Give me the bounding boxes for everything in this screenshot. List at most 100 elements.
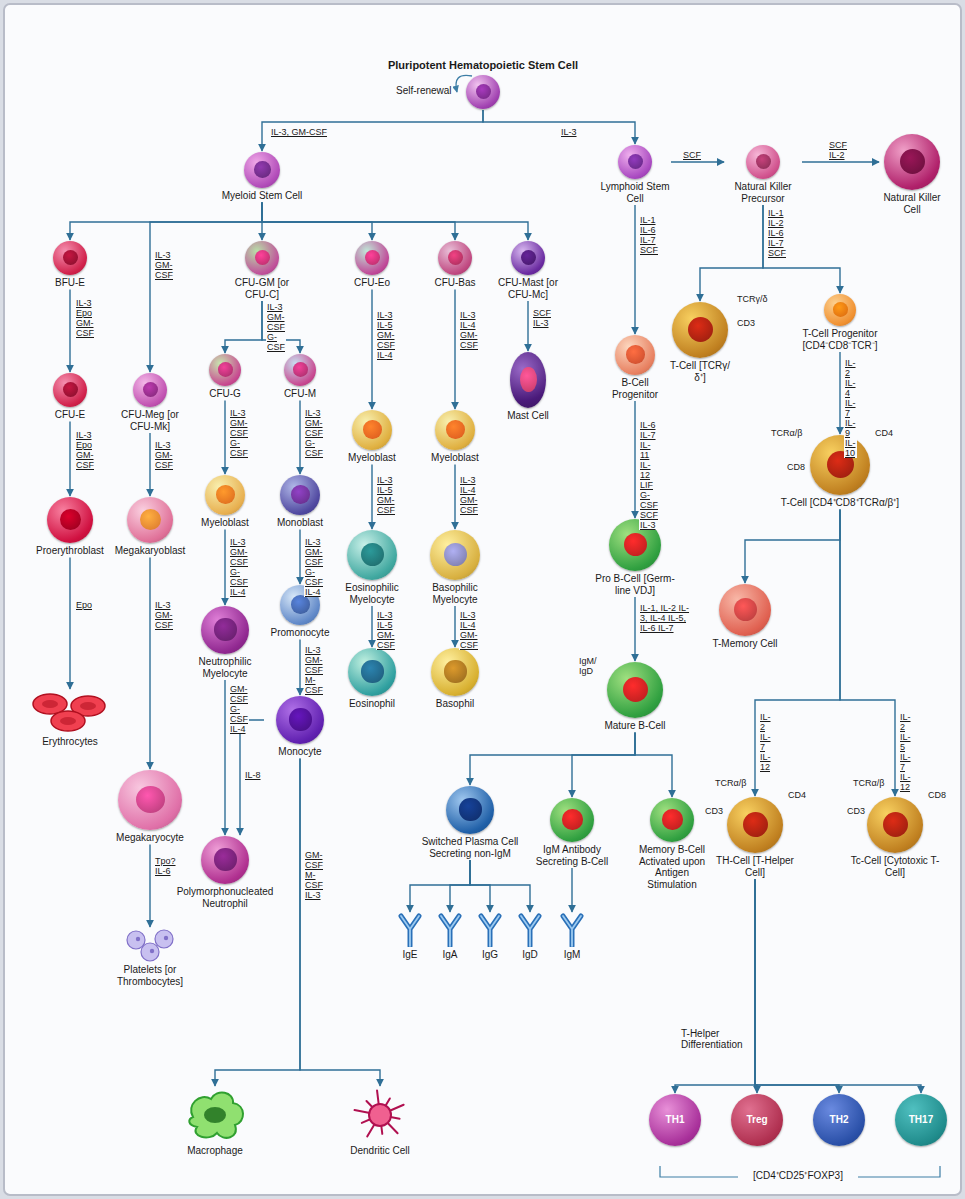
lineage-arrow <box>224 401 225 475</box>
cell-shape <box>824 294 856 326</box>
cell-shape <box>438 241 472 275</box>
cell-node: Basophilic Myelocyte <box>417 530 493 605</box>
cell-nucleus <box>254 161 271 178</box>
cell-node: Platelets [or Thrombocytes] <box>100 928 200 987</box>
cell-shape <box>347 530 397 580</box>
cell-node: IgG <box>473 913 507 961</box>
cell-nucleus <box>291 485 309 503</box>
cell-shape <box>615 335 655 375</box>
cell-nucleus <box>363 420 381 438</box>
lineage-arrow <box>572 733 635 798</box>
cytokine-label: IL-2 IL-4 IL-7 IL-9 IL-10 <box>844 358 857 458</box>
cytokine-label: IL-3 GM-CSF G-CSF <box>229 408 249 458</box>
annotation-label: Self-renewal <box>395 85 453 96</box>
cell-node: Natural Killer Cell <box>880 134 944 215</box>
cell-label: Megakaryocyte <box>108 832 192 844</box>
cell-nucleus <box>743 812 769 838</box>
cell-label: IgG <box>473 949 507 961</box>
cell-label: IgA <box>433 949 467 961</box>
cell-node: Basophil <box>420 648 490 710</box>
cell-shape <box>245 241 279 275</box>
cell-nucleus <box>444 543 467 566</box>
cell-node: TH-Cell [T-Helper Cell] <box>713 797 797 878</box>
cell-nucleus <box>216 485 234 503</box>
lineage-arrow <box>69 558 70 690</box>
antibody-highlight <box>563 916 581 946</box>
antibody-highlight <box>521 916 539 946</box>
cell-label: Pro B-Cell [Germ-line VDJ] <box>593 573 677 596</box>
cell-label: TH2 <box>813 1094 865 1146</box>
cell-label: CFU-Meg [or CFU-Mk] <box>114 409 186 432</box>
cell-label: Natural Killer Cell <box>880 192 944 215</box>
lineage-arrow <box>635 733 672 798</box>
cell-shape <box>355 241 389 275</box>
cell-nucleus <box>293 362 308 377</box>
cell-shape <box>867 797 923 853</box>
lineage-arrow <box>745 510 840 584</box>
cell-nucleus <box>291 595 309 613</box>
cytokine-label: IL-3 GM-CSF G-CSF <box>266 302 286 352</box>
cell-node: Megakaryocyte <box>108 770 192 844</box>
cell-nucleus <box>446 420 464 438</box>
cell-nucleus <box>521 250 537 266</box>
lineage-arrow <box>69 290 70 373</box>
lineage-arrow <box>299 530 300 585</box>
cytokine-label: IL-6 IL-7 IL-11 IL-12 LIF G-CSF SCF IL-3 <box>639 420 659 530</box>
cell-label: Eosinophilic Myelocyte <box>334 582 410 605</box>
cell-label: CFU-M <box>275 388 325 400</box>
cell-drawing <box>398 913 422 947</box>
cell-shape <box>133 373 167 407</box>
cell-shape <box>518 913 542 947</box>
antibody-symbol <box>563 916 581 946</box>
lineage-arrow <box>371 290 372 410</box>
cell-drawing <box>438 913 462 947</box>
lineage-arrow <box>240 720 264 835</box>
cell-shape <box>280 475 320 515</box>
cell-node: IgD <box>513 913 547 961</box>
cell-shape <box>183 1087 247 1143</box>
cell-node: Proerythroblast <box>28 497 112 557</box>
antibody-symbol <box>401 916 419 946</box>
cell-shape <box>284 354 316 386</box>
cell-node: Natural Killer Precursor <box>725 145 801 204</box>
lineage-arrow <box>70 203 262 241</box>
frame <box>4 4 961 1195</box>
lineage-arrow <box>470 733 635 786</box>
annotation-label: TCRγ/δ <box>736 294 769 304</box>
cell-shape <box>118 928 182 962</box>
cell-shape <box>118 770 182 830</box>
cell-nucleus <box>63 382 79 398</box>
lineage-arrow <box>470 860 490 912</box>
cell-label: Megakaryoblast <box>108 545 192 557</box>
cell-nucleus <box>143 382 159 398</box>
cytokine-label: Epo <box>75 600 93 610</box>
cell-shape <box>47 497 93 543</box>
cytokine-label: IL-3 GM-CSF <box>154 250 174 280</box>
cell-label: Mature B-Cell <box>595 720 675 732</box>
cell-label: Myeloblast <box>423 452 487 464</box>
lineage-arrow <box>755 510 840 797</box>
lineage-arrow <box>527 301 528 351</box>
cell-shape <box>438 913 462 947</box>
cell-nucleus <box>624 533 648 557</box>
lineage-arrow <box>634 597 635 661</box>
cell-node: Myeloid Stem Cell <box>207 152 317 202</box>
cytokine-label: IL-3 GM-CSF <box>154 440 174 470</box>
cell-shape <box>746 145 780 179</box>
cell-label: T-Cell Progenitor [CD4⁻CD8⁻TCR⁻] <box>780 328 900 351</box>
lineage-arrow <box>262 110 483 151</box>
cytokine-label: IL-3 IL-5 GM-CSF <box>376 610 396 650</box>
cell-node: T-Cell Progenitor [CD4⁻CD8⁻TCR⁻] <box>780 294 900 351</box>
lineage-arrow <box>802 161 879 162</box>
cell-shape <box>201 606 249 654</box>
platelet-granule <box>150 949 154 953</box>
cell-node: Dendritic Cell <box>340 1087 420 1157</box>
cell-label: Myeloid Stem Cell <box>207 190 317 202</box>
lineage-arrow <box>224 680 225 835</box>
cell-node: TH1 <box>649 1094 701 1146</box>
lineage-arrow <box>634 205 635 334</box>
annotation-label: T-Helper Differentiation <box>680 1028 754 1050</box>
cell-label: Basophil <box>420 698 490 710</box>
lineage-arrow <box>410 860 470 912</box>
